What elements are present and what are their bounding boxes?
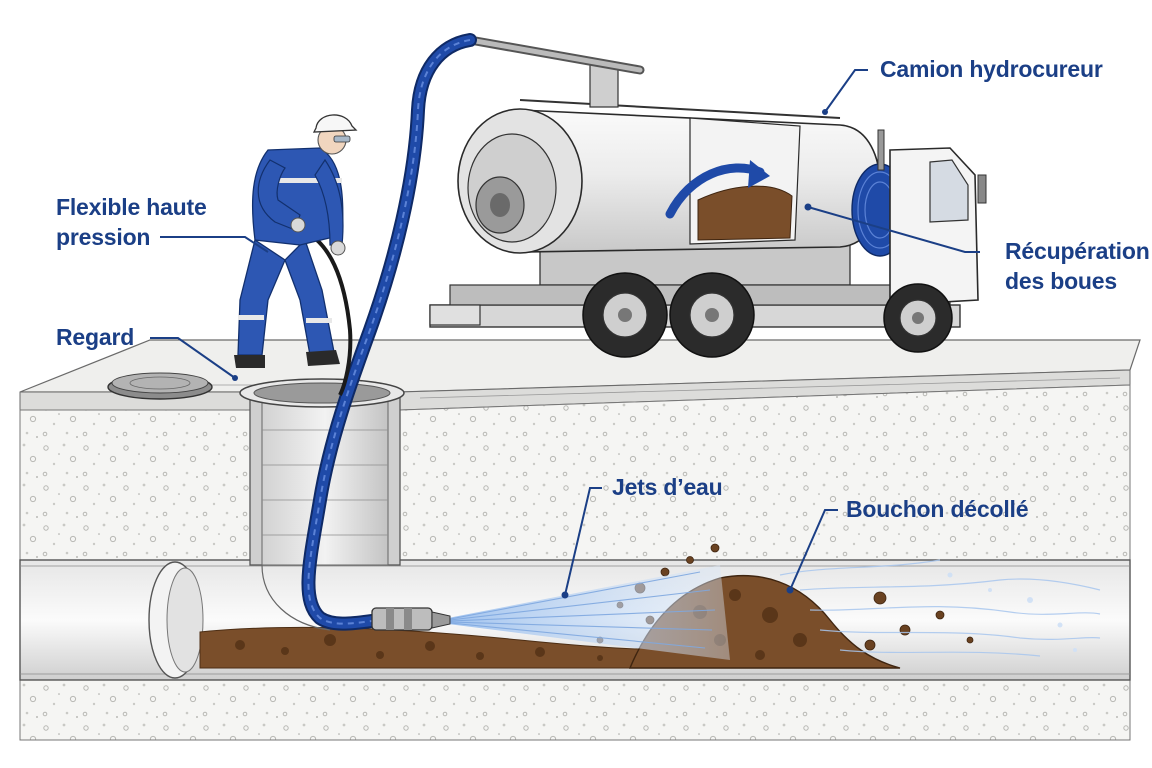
label-water-jets: Jets d’eau <box>612 472 723 502</box>
truck-wheel-3 <box>883 283 953 353</box>
high-pressure-hose <box>299 33 477 631</box>
nozzle <box>371 607 451 631</box>
leader-dot-blockage <box>786 586 794 594</box>
leader-truck <box>824 69 868 113</box>
label-hose-line1: Flexible haute <box>56 194 207 220</box>
leader-hose <box>160 236 269 253</box>
leader-lines <box>150 69 980 596</box>
leader-dot-regard <box>232 375 238 381</box>
label-manhole-text: Regard <box>56 324 135 350</box>
leader-blockage <box>789 509 838 591</box>
label-blockage-text: Bouchon décollé <box>846 496 1029 522</box>
leader-sludge <box>807 206 980 253</box>
label-truck-text: Camion hydrocureur <box>880 56 1103 82</box>
leader-dot-jets <box>561 591 569 599</box>
leader-jets <box>564 487 602 596</box>
water-jet <box>448 559 1101 660</box>
label-truck: Camion hydrocureur <box>880 54 1103 84</box>
label-water-jets-text: Jets d’eau <box>612 474 723 500</box>
label-sludge-line1: Récupération <box>1005 238 1150 264</box>
worker <box>234 114 358 368</box>
label-sludge-recovery: Récupération des boues <box>1005 236 1150 296</box>
manhole-cover <box>107 372 213 400</box>
label-manhole: Regard <box>56 322 134 352</box>
label-hose: Flexible haute pression <box>56 192 207 252</box>
vacuum-truck <box>429 35 987 358</box>
leader-dot-truck <box>822 109 828 115</box>
label-sludge-line2: des boues <box>1005 268 1117 294</box>
label-blockage: Bouchon décollé <box>846 494 1028 524</box>
truck-wheel-1 <box>582 272 668 358</box>
truck-wheel-2 <box>669 272 755 358</box>
leader-regard <box>150 337 236 379</box>
leader-dot-sludge <box>804 203 812 211</box>
label-hose-line2: pression <box>56 224 151 250</box>
